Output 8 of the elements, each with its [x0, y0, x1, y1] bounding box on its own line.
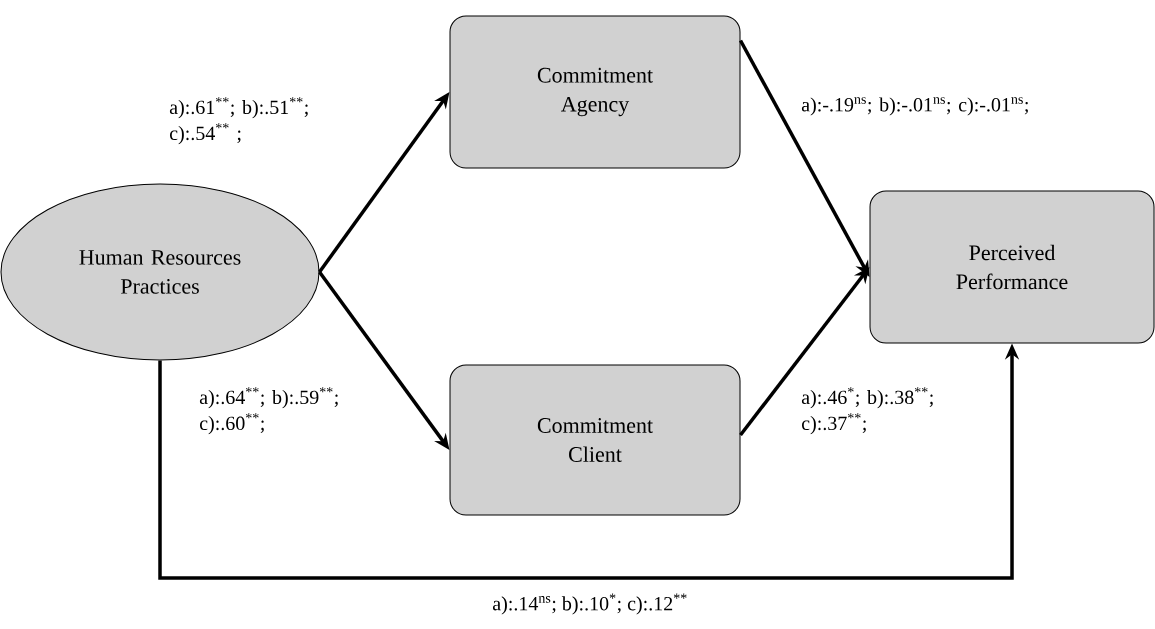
edge-label: a):.46$^{*}$; b):.38$^{**}$; c):.37$^{**}$; — [801, 387, 933, 435]
edge-label: a):-.19$^{ns}$; b):-.01$^{ns}$; c):-.01$^{ns}$; — [801, 97, 1028, 116]
edge-label: a):.61$^{**}$; b):.51$^{**}$; c):.54$^{**}$ ; — [169, 97, 308, 145]
edge-label: a):.14$^{ns}$; b):.10$^{*}$; c):.12$^{**}$ — [493, 593, 687, 615]
construct-box: Commitment Agency — [449, 15, 741, 169]
construct-box: Commitment Client — [449, 364, 741, 516]
edge-label: a):.64$^{**}$; b):.59$^{**}$; c):.60$^{**}$; — [199, 387, 338, 435]
construct-box: Perceived Performance — [869, 190, 1155, 344]
